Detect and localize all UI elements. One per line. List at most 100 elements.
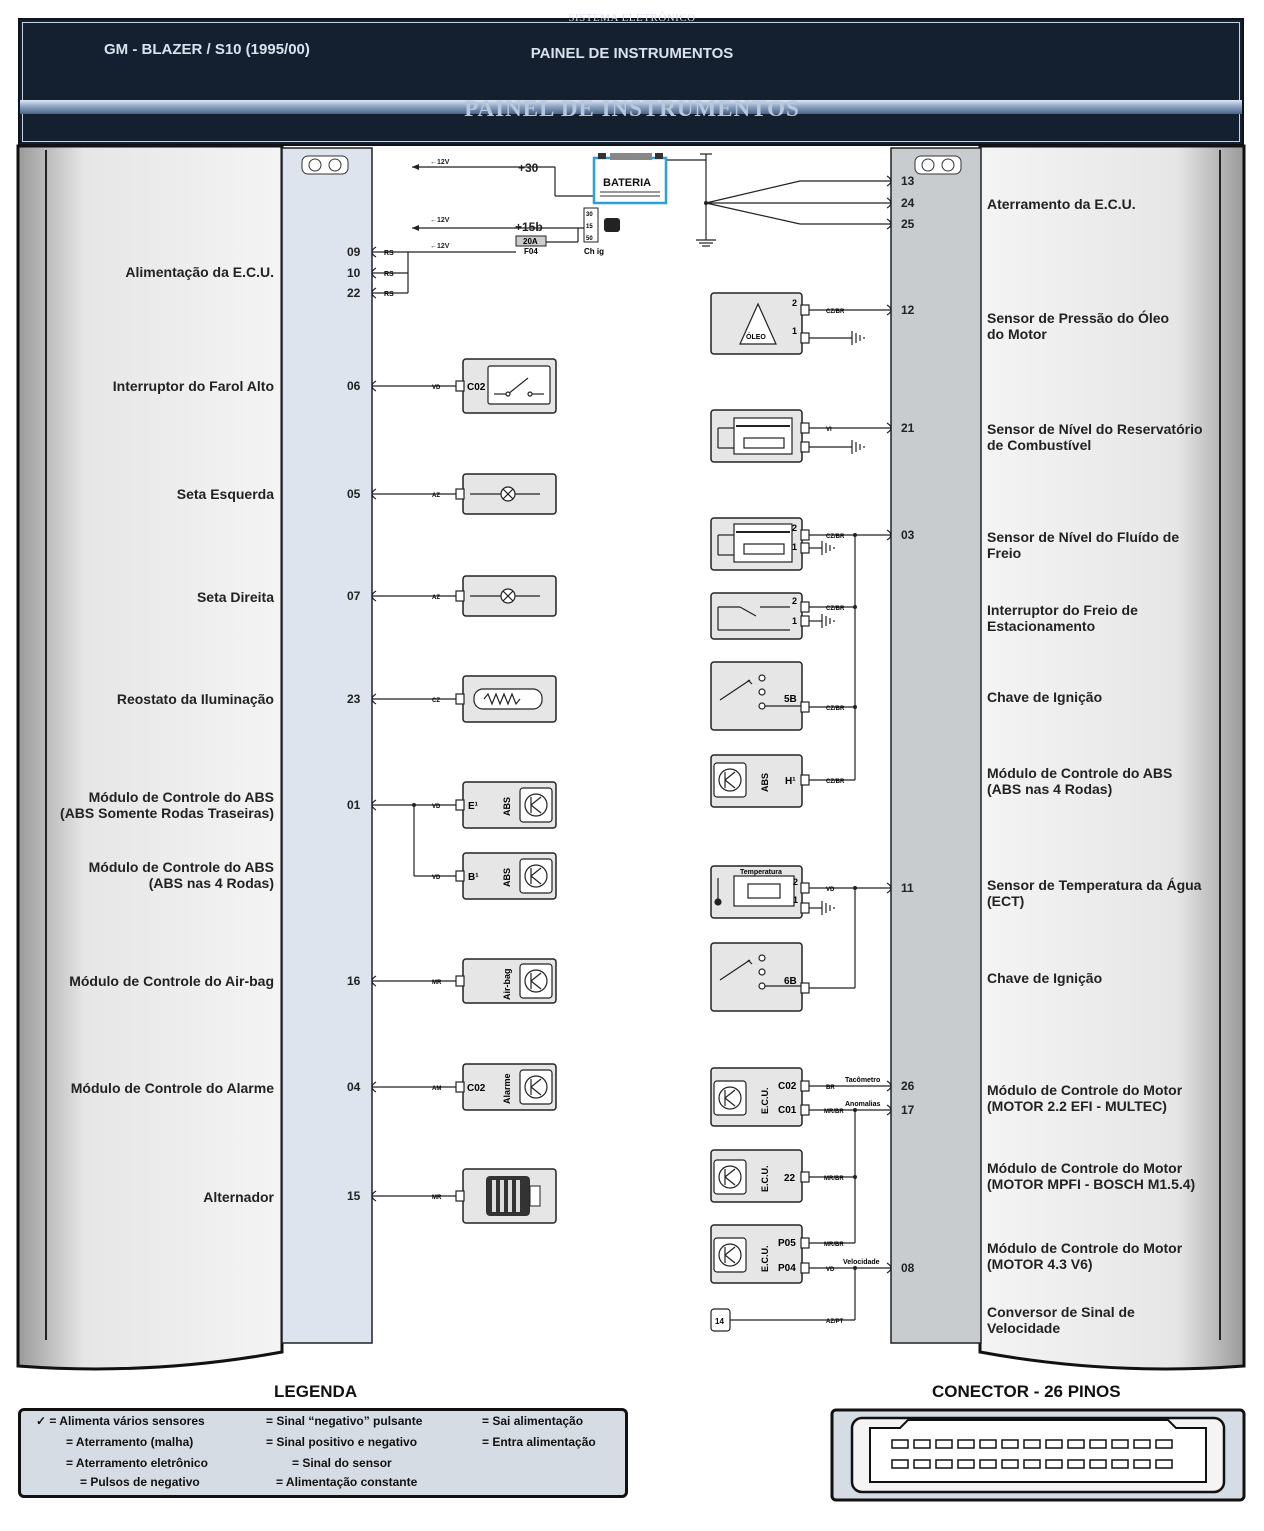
oil-pin-2: 2: [792, 298, 797, 308]
connector-pin-cell: [1155, 1459, 1173, 1469]
wire-rs-09: RS: [384, 250, 394, 257]
e1-label: E¹: [468, 801, 479, 812]
transistor-icon: [519, 858, 553, 894]
wire-czbr-12: CZ/BR: [826, 309, 845, 315]
ect-pin-2: 2: [793, 877, 798, 887]
ignition-switch-2-box: [710, 942, 803, 1012]
c02-label: C02: [467, 382, 486, 393]
pin-end-mark: [371, 1081, 377, 1093]
wire-rs-22: RS: [384, 291, 394, 298]
pin-number: 06: [347, 379, 361, 393]
pin-end-mark: [371, 975, 377, 987]
fuse-symbol: [515, 235, 547, 247]
legend-item: ✓ = Alimenta vários sensores: [36, 1414, 205, 1428]
velocidade-label: Velocidade: [843, 1259, 880, 1266]
page-title: PAINEL DE INSTRUMENTOS: [464, 96, 800, 121]
connector-pin-cell: [1067, 1439, 1085, 1449]
v12-label-3: ←12V: [430, 243, 450, 250]
label-speed-converter: Conversor de Sinal de Velocidade: [987, 1304, 1135, 1336]
right-connector-strip: [890, 147, 982, 1344]
ground-icon: [851, 331, 865, 345]
wire-czbr-03: CZ/BR: [826, 534, 845, 540]
pin-end-mark: [886, 218, 892, 230]
park-pin-1: 1: [792, 616, 797, 626]
label-oil-sensor: Sensor de Pressão do Óleo do Motor: [987, 310, 1170, 342]
ign2-6b: 6B: [784, 976, 797, 987]
oil-label: ÓLEO: [746, 332, 766, 341]
pin-number: 23: [347, 692, 361, 706]
header-system-text: SISTEMA ELETRÔNICO: [568, 12, 696, 24]
connector-stubs-right: [800, 304, 810, 1274]
pin-end-mark: [886, 422, 892, 434]
transistor-icon: [713, 1159, 747, 1195]
connector-pin-cell: [913, 1439, 931, 1449]
pin-end-mark: [371, 267, 377, 279]
connector-pin-cell: [1001, 1459, 1019, 1469]
left-component-wires: [372, 385, 456, 1197]
label-ect: Sensor de Temperatura da Água (ECT): [987, 877, 1202, 909]
pin-number: 07: [347, 589, 361, 603]
legend-item: = Sai alimentação: [482, 1414, 584, 1428]
label-headlight-switch: Interruptor do Farol Alto: [112, 378, 274, 394]
header-bar: [18, 18, 1244, 146]
wire-vd-01: VD: [432, 804, 441, 810]
wire-cz-23: CZ: [432, 698, 440, 704]
ground-icon: [821, 901, 835, 915]
pin-end-mark: [371, 287, 377, 299]
connector-pin-cell: [913, 1459, 931, 1469]
temperature-sensor-icon: [714, 875, 795, 907]
legend-title: LEGENDA: [274, 1382, 358, 1401]
label-ecu-ground: Aterramento da E.C.U.: [987, 196, 1136, 212]
connector-pin-cell: [1045, 1459, 1063, 1469]
switch-icon: [487, 365, 551, 405]
ecu-c02: C02: [778, 1081, 797, 1092]
label-fuel-sensor: Sensor de Nível do Reservatório de Combu…: [987, 421, 1203, 453]
connector-pin-cell: [1133, 1459, 1151, 1469]
n14-label: 14: [715, 1317, 724, 1326]
ignition-key-switch-icon: [719, 674, 801, 710]
park-pin-2: 2: [792, 596, 797, 606]
pin-end-mark: [886, 1104, 892, 1116]
connector-pin-cell: [957, 1459, 975, 1469]
switch-icon: [717, 606, 790, 631]
ch30: 30: [586, 212, 593, 218]
wire-vd-01b: VD: [432, 875, 441, 881]
wire-br-26: BR: [826, 1085, 835, 1091]
connector-pin-cell: [1045, 1439, 1063, 1449]
pin-number: 24: [901, 196, 915, 210]
connector-pin-cell: [979, 1439, 997, 1449]
pin-connector-marks: [371, 175, 892, 1274]
gauge-icon: [914, 155, 962, 175]
speed-converter-icon: [710, 1308, 731, 1332]
label-ecu-bosch: Módulo de Controle do Motor (MOTOR MPFI …: [987, 1160, 1196, 1192]
alternator-icon: [486, 1176, 541, 1216]
pin-number: 11: [901, 881, 914, 895]
level-sensor-icon: [717, 417, 793, 455]
pin-end-mark: [886, 529, 892, 541]
ign1-5b: 5B: [784, 694, 797, 705]
c02-alarm-label: C02: [467, 1083, 486, 1094]
oil-pin-1: 1: [792, 326, 797, 336]
legend-item: = Aterramento eletrônico: [66, 1456, 208, 1470]
header-inner-frame: [22, 22, 1240, 142]
b1-label: B¹: [468, 872, 479, 883]
wire-vd-06: VD: [432, 385, 441, 391]
pin-number: 16: [347, 974, 361, 988]
legend-item: = Sinal do sensor: [292, 1456, 392, 1470]
connector-pin-cell: [1155, 1439, 1173, 1449]
temp-label: Temperatura: [740, 869, 782, 876]
tacometro-label: Tacômetro: [845, 1077, 880, 1084]
legend-item: = Alimentação constante: [276, 1475, 418, 1489]
label-abs-rear: Módulo de Controle do ABS (ABS Somente R…: [60, 789, 274, 821]
label-ecu-multec: Módulo de Controle do Motor (MOTOR 2.2 E…: [987, 1082, 1183, 1114]
transistor-icon: [713, 1080, 747, 1116]
connector-stubs-left: [455, 380, 465, 1202]
pin-number: 04: [347, 1080, 361, 1094]
battery-label: BATERIA: [603, 177, 651, 189]
label-alternator: Alternador: [203, 1189, 274, 1205]
pin-number: 15: [347, 1189, 361, 1203]
label-ecu-v6: Módulo de Controle do Motor (MOTOR 4.3 V…: [987, 1240, 1183, 1272]
label-ecu-power: Alimentação da E.C.U.: [125, 264, 274, 280]
ecu-label-1: E.C.U.: [760, 1087, 770, 1114]
